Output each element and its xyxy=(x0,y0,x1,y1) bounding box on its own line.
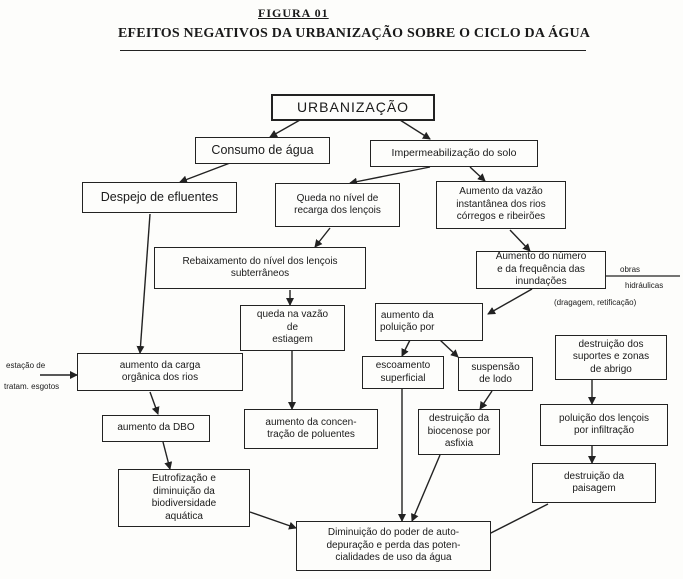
node-suspensao-lodo: suspensão de lodo xyxy=(458,357,533,391)
node-rebaixamento: Rebaixamento do nível dos lençois subter… xyxy=(154,247,366,289)
label-dragagem: (dragagem, retificação) xyxy=(554,298,637,307)
arrow-paisagem-diminuicao xyxy=(480,503,549,539)
label-obras: obras xyxy=(620,265,641,274)
arrow-consumo-despejo xyxy=(179,162,231,184)
arrow-eutrofizacao-diminuicao xyxy=(249,511,297,530)
label-hidraulicas: hidráulicas xyxy=(625,281,664,290)
arrow-vazao-inundacoes xyxy=(509,229,531,252)
node-aumento-inundacoes: Aumento do número e da frequência das in… xyxy=(476,251,606,289)
arrow-urbanizacao-consumo xyxy=(269,119,301,138)
node-destruicao-paisagem: destruição da paisagem xyxy=(532,463,656,503)
label-estacao: estação de xyxy=(6,361,46,370)
arrow-biocenose-diminuicao xyxy=(411,454,441,522)
node-aumento-poluicao: aumento da poluição por xyxy=(375,303,483,341)
arrow-urbanizacao-impermeabilizacao xyxy=(399,119,431,140)
node-eutrofizacao: Eutrofização e diminuição da biodiversid… xyxy=(118,469,250,527)
node-aumento-poluentes: aumento da concen- tração de poluentes xyxy=(244,409,378,449)
node-aumento-dbo: aumento da DBO xyxy=(102,415,210,442)
arrow-queda-rebaixamento xyxy=(314,227,331,248)
node-queda-vazao-estiagem: queda na vazão de estiagem xyxy=(240,305,345,351)
arrow-despejo-carga xyxy=(136,213,151,354)
arrow-inundacoes-poluicao xyxy=(487,288,533,315)
node-aumento-vazao: Aumento da vazão instantânea dos rios có… xyxy=(436,181,566,229)
node-queda-nivel: Queda no nível de recarga dos lençois xyxy=(275,183,400,227)
node-diminuicao-poder: Diminuição do poder de auto- depuração e… xyxy=(296,521,491,571)
arrow-impermeabilizacao-queda xyxy=(349,166,431,186)
figure-label: FIGURA 01 xyxy=(258,6,329,20)
node-destruicao-biocenose: destruição da biocenose por asfixia xyxy=(418,409,500,455)
arrow-dbo-eutrofizacao xyxy=(162,441,173,470)
node-impermeabilizacao: Impermeabilização do solo xyxy=(370,140,538,167)
title-underline xyxy=(120,50,586,51)
node-destruicao-suportes: destruição dos suportes e zonas de abrig… xyxy=(555,335,667,380)
arrow-impermeabilizacao-vazao xyxy=(469,166,486,182)
arrow-carga-dbo xyxy=(149,391,160,415)
label-tratam-esgotos: tratam. esgotos xyxy=(4,382,60,391)
arrow-suspensao-biocenose xyxy=(479,390,493,410)
node-urbanizacao: URBANIZAÇÃO xyxy=(271,94,435,121)
node-escoamento-superficial: escoamento superficial xyxy=(362,356,444,389)
node-aumento-carga-organica: aumento da carga orgânica dos rios xyxy=(77,353,243,391)
node-poluicao-lencois: poluição dos lençois por infiltração xyxy=(540,404,668,446)
figure-title: EFEITOS NEGATIVOS DA URBANIZAÇÃO SOBRE O… xyxy=(118,26,591,41)
arrow-poluicao-escoamento xyxy=(401,339,411,357)
node-despejo-efluentes: Despejo de efluentes xyxy=(82,182,237,213)
arrow-poluicao-suspensao xyxy=(439,339,459,358)
node-consumo-agua: Consumo de água xyxy=(195,137,330,164)
